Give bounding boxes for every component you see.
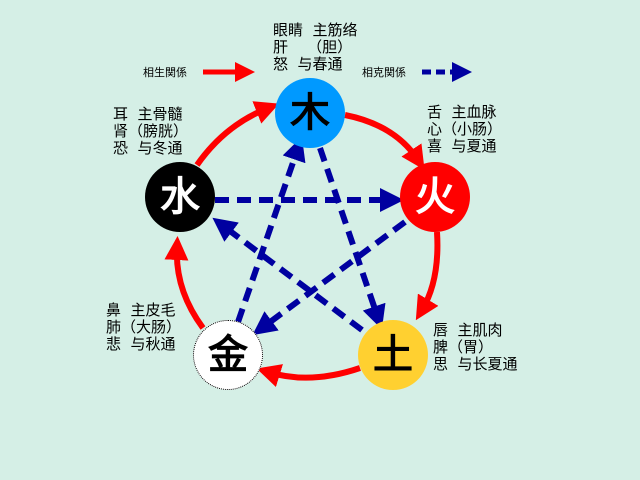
arrow-earth-to-metal bbox=[256, 364, 361, 388]
wood-info: 眼睛 主筋络肝 （胆）怒 与春通 bbox=[273, 22, 358, 73]
metal-line: 鼻 主皮毛 bbox=[106, 301, 176, 319]
water-circle: 水 bbox=[145, 162, 215, 232]
earth-circle: 土 bbox=[358, 320, 428, 390]
arrow-fire-to-earth bbox=[415, 231, 441, 321]
wood-circle: 木 bbox=[275, 78, 345, 148]
fire-line: 喜 与夏通 bbox=[427, 137, 497, 155]
arrow-wood-to-earth bbox=[317, 147, 386, 330]
metal-line: 肺（大肠） bbox=[106, 318, 182, 336]
earth-info: 唇 主肌肉脾（胃）思 与长夏通 bbox=[433, 322, 518, 373]
legend-controlling-label: 相克関係 bbox=[362, 66, 406, 79]
arrow-earth-to-water bbox=[212, 217, 364, 333]
water-line: 肾（膀胱） bbox=[113, 122, 189, 140]
water-info: 耳 主骨髓肾（膀胱）恐 与冬通 bbox=[113, 106, 188, 157]
metal-info: 鼻 主皮毛肺（大肠）悲 与秋通 bbox=[106, 302, 181, 353]
fire-line: 心（小肠） bbox=[427, 120, 503, 138]
metal-line: 悲 与秋通 bbox=[106, 335, 176, 353]
arrow-fire-to-metal bbox=[252, 219, 407, 336]
legend-generating-label: 相生関係 bbox=[143, 66, 187, 79]
metal-circle: 金 bbox=[193, 320, 263, 390]
wood-line: 怒 与春通 bbox=[273, 55, 343, 73]
fire-circle: 火 bbox=[400, 162, 470, 232]
fire-info: 舌 主血脉心（小肠）喜 与夏通 bbox=[427, 104, 502, 155]
earth-line: 思 与长夏通 bbox=[433, 355, 518, 373]
arrow-water-to-wood bbox=[194, 101, 280, 167]
wood-line: 肝 （胆） bbox=[273, 38, 353, 56]
fire-line: 舌 主血脉 bbox=[427, 103, 497, 121]
earth-line: 脾（胃） bbox=[433, 338, 494, 356]
arrow-metal-to-water bbox=[164, 236, 206, 330]
water-line: 耳 主骨髓 bbox=[113, 105, 183, 123]
arrow-wood-to-fire bbox=[344, 112, 425, 171]
arrow-metal-to-wood bbox=[235, 136, 306, 323]
wood-line: 眼睛 主筋络 bbox=[273, 21, 358, 39]
water-line: 恐 与冬通 bbox=[113, 139, 183, 157]
earth-line: 唇 主肌肉 bbox=[433, 321, 503, 339]
